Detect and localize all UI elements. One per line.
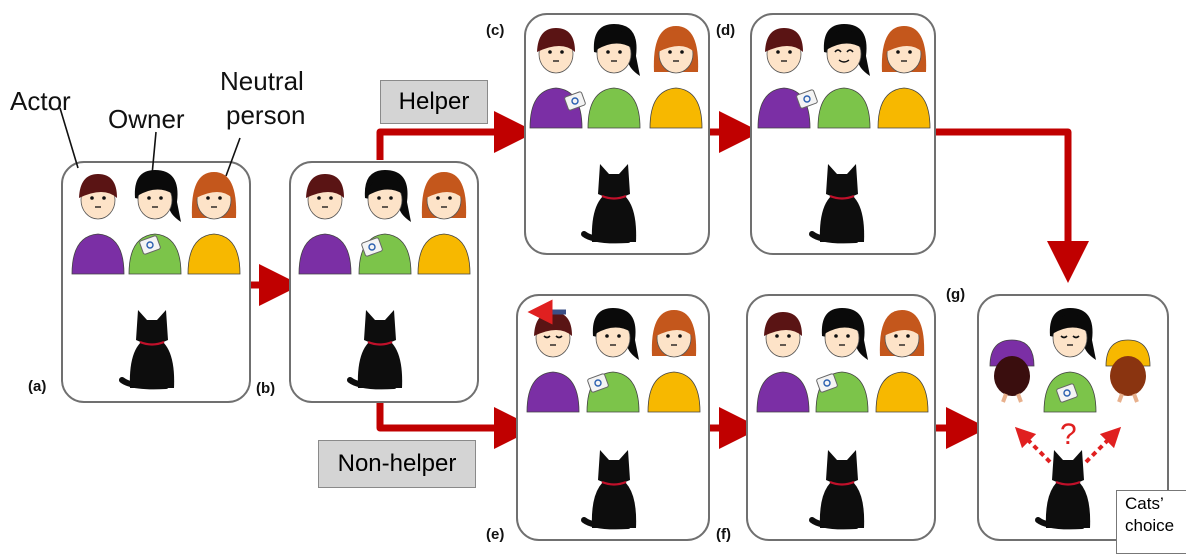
cat-icon [581, 450, 637, 530]
panel-label-c: (c) [486, 22, 505, 39]
actor-person-icon [526, 312, 580, 413]
food-box-icon [1056, 383, 1078, 403]
neutral-person-icon [187, 172, 241, 275]
owner-person-icon [817, 24, 871, 129]
neutral-person-label-line1: Neutral [220, 66, 304, 96]
choice-arrows [1014, 426, 1122, 464]
neutral-person-icon [649, 26, 703, 129]
panel-label-d: (d) [716, 22, 736, 39]
food-box-icon [587, 373, 609, 393]
panel-e [516, 294, 710, 541]
panel-label-e: (e) [486, 526, 505, 543]
food-box-icon [816, 373, 838, 393]
owner-person-icon [1043, 308, 1097, 413]
cats-choice-line1: Cats’ [1125, 494, 1164, 513]
owner-person-icon [587, 24, 641, 129]
panel-d [750, 13, 936, 255]
cats-choice-box: Cats’ choice [1116, 490, 1186, 554]
cat-icon [809, 164, 865, 244]
actor-label: Actor [10, 86, 71, 116]
neutral-person-icon [875, 310, 929, 413]
panel-c [524, 13, 710, 255]
food-box-icon [796, 89, 818, 109]
misc-figures [139, 89, 1078, 403]
question-mark: ? [1060, 418, 1077, 451]
food-box-icon [361, 237, 383, 257]
cat-figures [119, 164, 1091, 530]
actor-person-icon [756, 312, 810, 413]
cats-choice-line2: choice [1125, 516, 1175, 535]
arrow-b-to-e [376, 402, 536, 449]
food-box-icon [564, 91, 586, 111]
owner-label: Owner [108, 104, 185, 134]
panel-borders [61, 13, 1169, 541]
arrow-d-to-g [935, 128, 1089, 283]
food-box-icon [139, 235, 161, 255]
neutral-person-icon [1105, 339, 1151, 403]
actor-person-icon [298, 174, 352, 275]
owner-person-icon [586, 308, 640, 413]
panel-a [61, 161, 251, 403]
cat-icon [119, 310, 175, 390]
actor-person-icon [757, 28, 811, 129]
neutral-person-label-line2: person [226, 100, 306, 130]
flow-arrows [250, 111, 1089, 449]
actor-person-icon [71, 174, 125, 275]
person-figures [71, 24, 1151, 413]
owner-person-icon [358, 170, 412, 275]
cat-icon [809, 450, 865, 530]
cat-icon [347, 310, 403, 390]
panel-f [746, 294, 936, 541]
helper-tag: Helper [380, 80, 488, 124]
cat-icon [581, 164, 637, 244]
panel-label-a: (a) [28, 378, 47, 395]
arrow-b-to-c [376, 111, 536, 160]
cat-icon [1035, 450, 1091, 530]
panel-label-b: (b) [256, 380, 276, 397]
panel-label-f: (f) [716, 526, 731, 543]
neutral-person-icon [417, 172, 471, 275]
actor-person-icon [989, 339, 1035, 403]
panel-b [289, 161, 479, 403]
non-helper-tag: Non-helper [318, 440, 476, 488]
panel-label-g: (g) [946, 286, 966, 303]
neutral-person-icon [877, 26, 931, 129]
role-pointers [59, 107, 241, 177]
neutral-person-icon [647, 310, 701, 413]
actor-person-icon [529, 28, 583, 129]
